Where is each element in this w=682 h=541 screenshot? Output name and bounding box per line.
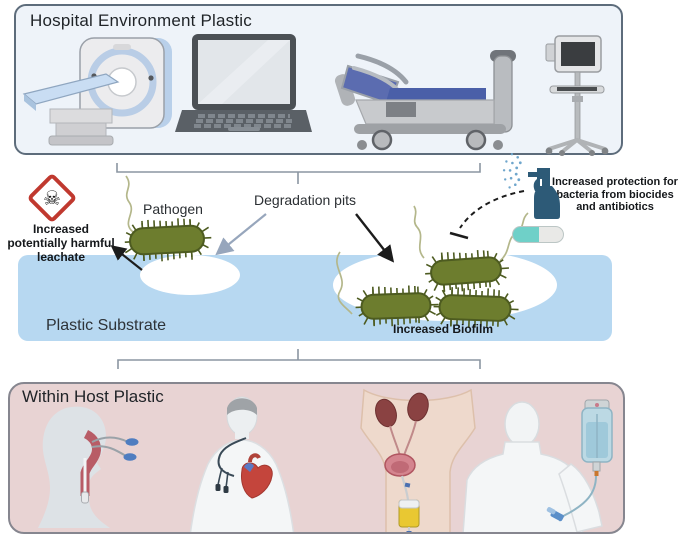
hospital-bed-icon xyxy=(334,50,516,151)
iv-line-icon xyxy=(462,399,613,532)
increased-biofilm-label: Increased Biofilm xyxy=(392,322,494,336)
airway-intubation-icon xyxy=(38,406,139,528)
hospital-panel-title: Hospital Environment Plastic xyxy=(30,11,252,30)
laptop-icon xyxy=(175,34,312,132)
spray-mist xyxy=(502,153,522,189)
substrate-to-host-bracket xyxy=(117,349,481,369)
hospital-to-substrate-bracket xyxy=(116,163,481,184)
inhibition-bar xyxy=(449,231,469,240)
ct-scanner-icon xyxy=(22,37,172,146)
toxic-hazard-icon: ☠ xyxy=(28,174,76,222)
inhibition-dashed-arrow xyxy=(459,190,525,229)
urinary-catheter-icon xyxy=(360,388,476,532)
host-panel-title: Within Host Plastic xyxy=(22,387,164,406)
biocide-protection-label: Increased protection for bacteria from b… xyxy=(552,176,678,214)
pathogen-label: Pathogen xyxy=(143,201,203,217)
vitals-monitor-cart-icon xyxy=(545,35,609,156)
degradation-arrow-left xyxy=(215,213,267,256)
within-host-panel: Within Host Plastic xyxy=(8,382,625,534)
degradation-arrow-right xyxy=(355,213,395,263)
central-venous-catheter-icon xyxy=(189,396,295,532)
svg-text:☠: ☠ xyxy=(43,186,61,210)
antibiotic-capsule-icon xyxy=(512,226,564,243)
harmful-leachate-label: Increased potentially harmful leachate xyxy=(7,222,115,264)
hospital-environment-panel: Hospital Environment Plastic xyxy=(14,4,623,156)
plastic-substrate-band: Plastic Substrate xyxy=(18,255,612,341)
plastic-substrate-label: Plastic Substrate xyxy=(46,317,167,334)
degradation-pits-label: Degradation pits xyxy=(254,192,356,208)
